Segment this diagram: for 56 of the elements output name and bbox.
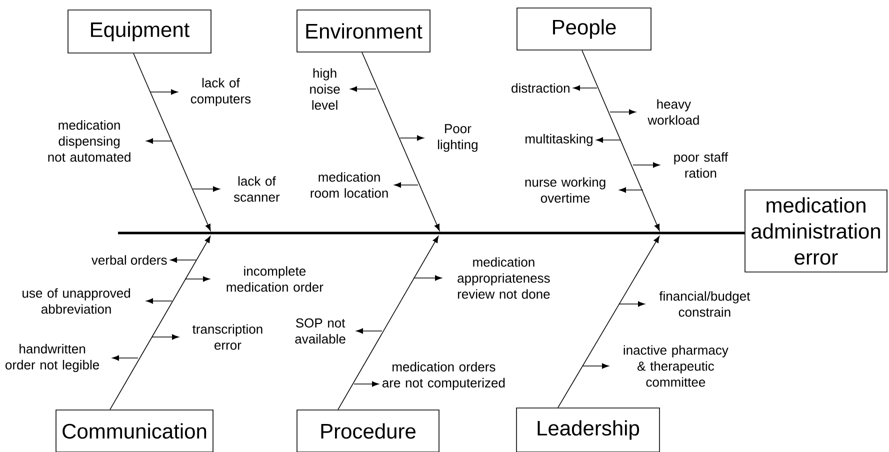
cause-label: transcription error	[192, 324, 262, 350]
cause-arrow	[618, 301, 645, 307]
spine-line	[118, 232, 745, 234]
cause-label: lack of scanner	[234, 176, 280, 202]
category-box: Equipment	[68, 10, 212, 54]
cause-label: Poor lighting	[438, 124, 478, 152]
cause-arrow	[582, 363, 609, 369]
cause-arrow	[356, 328, 382, 334]
cause-arrow	[170, 257, 196, 263]
cause-arrow	[354, 381, 379, 387]
cause-arrow	[400, 135, 424, 141]
cause-label: inactive pharmacy & therapeutic committee	[624, 345, 728, 387]
bone-arrow	[133, 53, 211, 231]
cause-arrow	[150, 89, 178, 95]
cause-label: handwritten order not legible	[6, 344, 100, 372]
cause-arrow	[394, 182, 418, 188]
cause-arrow	[619, 187, 644, 193]
effect-box: medication administration error	[744, 190, 888, 272]
category-box: People	[516, 8, 652, 50]
cause-label: medication dispensing not automated	[48, 120, 130, 162]
cause-arrow	[146, 298, 172, 304]
cause-label: verbal orders	[92, 255, 167, 265]
bone-arrow	[338, 236, 439, 410]
cause-arrow	[573, 85, 598, 91]
cause-label: nurse working overtime	[525, 177, 606, 203]
cause-label: financial/budget constrain	[659, 291, 750, 317]
cause-arrow	[112, 355, 138, 361]
cause-arrow	[152, 334, 179, 340]
cause-label: medication orders are not computerized	[382, 362, 505, 390]
category-box: Procedure	[296, 410, 440, 452]
cause-arrow	[632, 162, 660, 168]
cause-arrow	[350, 86, 376, 92]
cause-arrow	[610, 109, 636, 115]
bone-arrow	[558, 236, 660, 408]
cause-label: poor staff ration	[674, 152, 728, 178]
category-box: Leadership	[516, 408, 660, 452]
cause-label: incomplete medication order	[226, 266, 324, 292]
bone-arrow	[362, 52, 440, 231]
cause-label: SOP not available	[295, 318, 346, 344]
cause-arrow	[414, 275, 442, 281]
cause-arrow	[184, 276, 210, 282]
cause-label: medication room location	[310, 172, 388, 198]
cause-label: high noise level	[310, 68, 340, 110]
bone-arrow	[582, 50, 660, 231]
cause-label: distraction	[512, 83, 570, 93]
cause-arrow	[146, 138, 172, 144]
cause-arrow	[192, 186, 220, 192]
cause-label: heavy workload	[648, 99, 699, 125]
category-box: Environment	[296, 10, 430, 52]
cause-arrow	[596, 137, 622, 143]
cause-label: multitasking	[526, 134, 592, 146]
cause-label: medication appropriateness review not done	[458, 257, 550, 299]
cause-label: use of unapproved abbreviation	[22, 288, 130, 314]
category-box: Communication	[56, 410, 214, 452]
cause-label: lack of computers	[190, 78, 251, 106]
bone-arrow	[110, 236, 211, 410]
